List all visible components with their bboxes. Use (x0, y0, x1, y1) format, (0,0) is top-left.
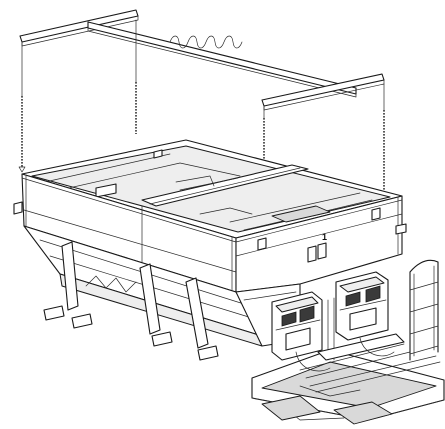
hopper-body (13, 139, 407, 293)
lifting-frame (19, 9, 385, 119)
spinner-assembly (251, 259, 445, 425)
callout-1-label: 1 (322, 232, 327, 242)
hopper-lower-chute (23, 225, 301, 361)
